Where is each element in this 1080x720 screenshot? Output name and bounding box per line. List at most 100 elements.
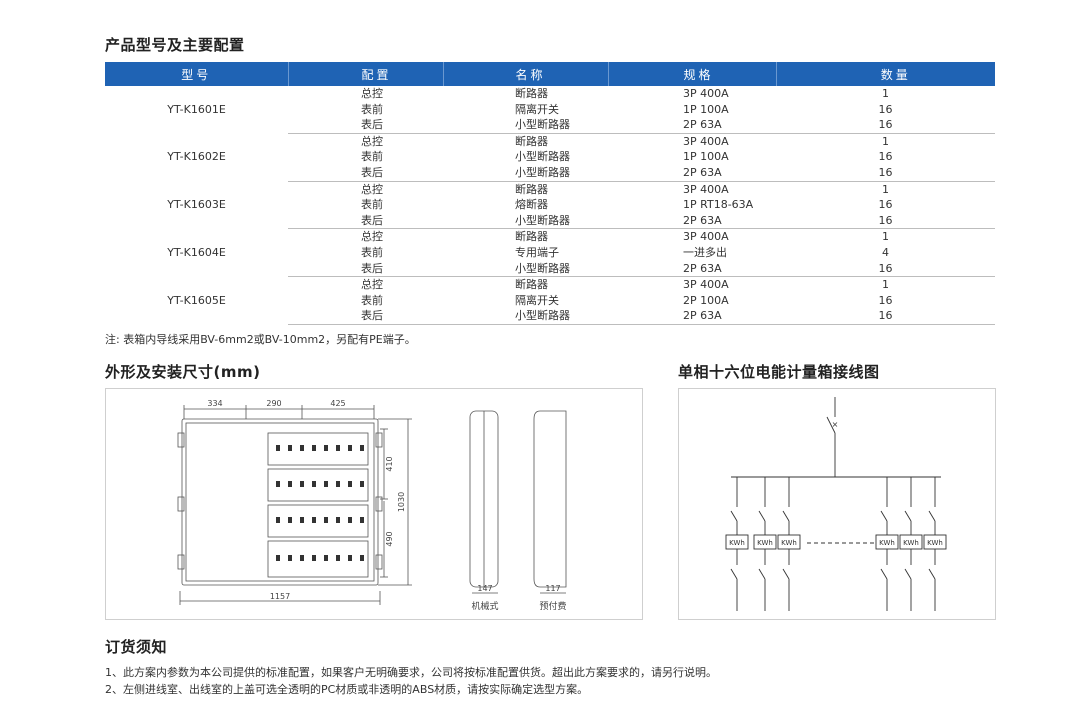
meter-window-mark [276, 555, 280, 561]
table-header-row: 型号 配置 名称 规格 数量 [105, 62, 995, 86]
meter-branch: KWh [753, 477, 777, 611]
meter-window-mark [360, 445, 364, 451]
cell-name: 小型断路器 [443, 260, 608, 278]
cell-config: 总控 [361, 278, 383, 292]
kwh-meter-label: KWh [927, 539, 943, 547]
cell-qty: 1 [882, 230, 889, 244]
meter-window-mark [276, 481, 280, 487]
header-name: 名称 [443, 62, 609, 86]
cell-config: 表后 [288, 260, 443, 278]
cell-config: 表后 [288, 164, 443, 182]
cell-config: 表前 [361, 150, 383, 164]
section-title-dimensions: 外形及安装尺寸(mm) [105, 363, 261, 381]
meter-window-mark [348, 555, 352, 561]
cell-name: 熔断器 [515, 198, 548, 212]
dim-h1: 410 [385, 456, 394, 471]
cell-name: 断路器 [515, 278, 548, 292]
cell-config: 总控 [361, 134, 383, 148]
cell-config: 表后 [288, 308, 443, 325]
cell-config: 表前 [361, 198, 383, 212]
dim-w1: 334 [207, 399, 222, 408]
meter-window-mark [312, 445, 316, 451]
dim-height: 1030 [397, 492, 406, 512]
cell-qty: 1 [882, 134, 889, 148]
cell-spec: 一进多出 [683, 245, 727, 259]
cell-spec: 3P 400A [683, 87, 729, 100]
kwh-meter-label: KWh [903, 539, 919, 547]
meter-window-mark [312, 555, 316, 561]
cell-qty: 16 [878, 293, 893, 307]
cell-config: 表后 [288, 117, 443, 134]
cell-qty: 16 [878, 150, 893, 164]
label-prepaid: 预付费 [539, 600, 566, 612]
kwh-meter-label: KWh [729, 539, 745, 547]
meter-window-mark [348, 445, 352, 451]
cell-name: 小型断路器 [443, 117, 608, 134]
cell-name: 隔离开关 [515, 293, 559, 307]
cell-spec: 2P 63A [608, 212, 776, 230]
cell-qty: 16 [776, 164, 995, 182]
meter-branch: KWh [875, 477, 899, 611]
cell-spec: 2P 63A [608, 117, 776, 134]
dim-depth2: 117 [545, 584, 560, 593]
meter-window-mark [348, 481, 352, 487]
meter-window-mark [324, 555, 328, 561]
meter-window-mark [360, 481, 364, 487]
cell-config: 表前 [361, 245, 383, 259]
meter-window-mark [324, 481, 328, 487]
cell-qty: 16 [878, 198, 893, 212]
cell-config: 表前 [361, 102, 383, 116]
table-note: 注: 表箱内导线采用BV-6mm2或BV-10mm2，另配有PE端子。 [105, 333, 416, 346]
meter-window-mark [324, 445, 328, 451]
meter-window-mark [300, 517, 304, 523]
cell-name: 小型断路器 [443, 164, 608, 182]
cell-model: YT-K1604E [167, 245, 226, 259]
cell-qty: 1 [882, 182, 889, 196]
meter-branch: KWh [899, 477, 923, 611]
meter-window-mark [324, 517, 328, 523]
kwh-meter-label: KWh [757, 539, 773, 547]
cell-spec: 2P 63A [608, 308, 776, 325]
cell-spec: 3P 400A [683, 182, 729, 196]
meter-window-mark [288, 445, 292, 451]
cell-model: YT-K1601E [167, 102, 226, 116]
header-spec: 规格 [608, 62, 777, 86]
dim-w3: 425 [330, 399, 345, 408]
header-model: 型号 [105, 62, 289, 86]
cell-qty: 1 [882, 278, 889, 292]
cell-config: 表前 [361, 293, 383, 307]
cell-config: 表后 [288, 212, 443, 230]
cell-spec: 2P 63A [608, 164, 776, 182]
meter-window-mark [336, 517, 340, 523]
cell-name: 小型断路器 [443, 212, 608, 230]
meter-window-mark [288, 555, 292, 561]
meter-window-mark [348, 517, 352, 523]
cell-name: 断路器 [515, 87, 548, 100]
meter-window-mark [288, 517, 292, 523]
cell-name: 断路器 [515, 230, 548, 244]
meter-window-mark [312, 517, 316, 523]
section-title-wiring: 单相十六位电能计量箱接线图 [678, 363, 880, 381]
cell-qty: 16 [776, 260, 995, 278]
meter-branch: KWh [725, 477, 749, 611]
kwh-meter-label: KWh [781, 539, 797, 547]
meter-branch: KWh [777, 477, 801, 611]
meter-window-mark [336, 445, 340, 451]
meter-window-mark [312, 481, 316, 487]
dim-depth1: 147 [477, 584, 492, 593]
meter-window-mark [288, 481, 292, 487]
cell-qty: 16 [878, 102, 893, 116]
cell-config: 总控 [361, 87, 383, 100]
cell-name: 小型断路器 [443, 308, 608, 325]
